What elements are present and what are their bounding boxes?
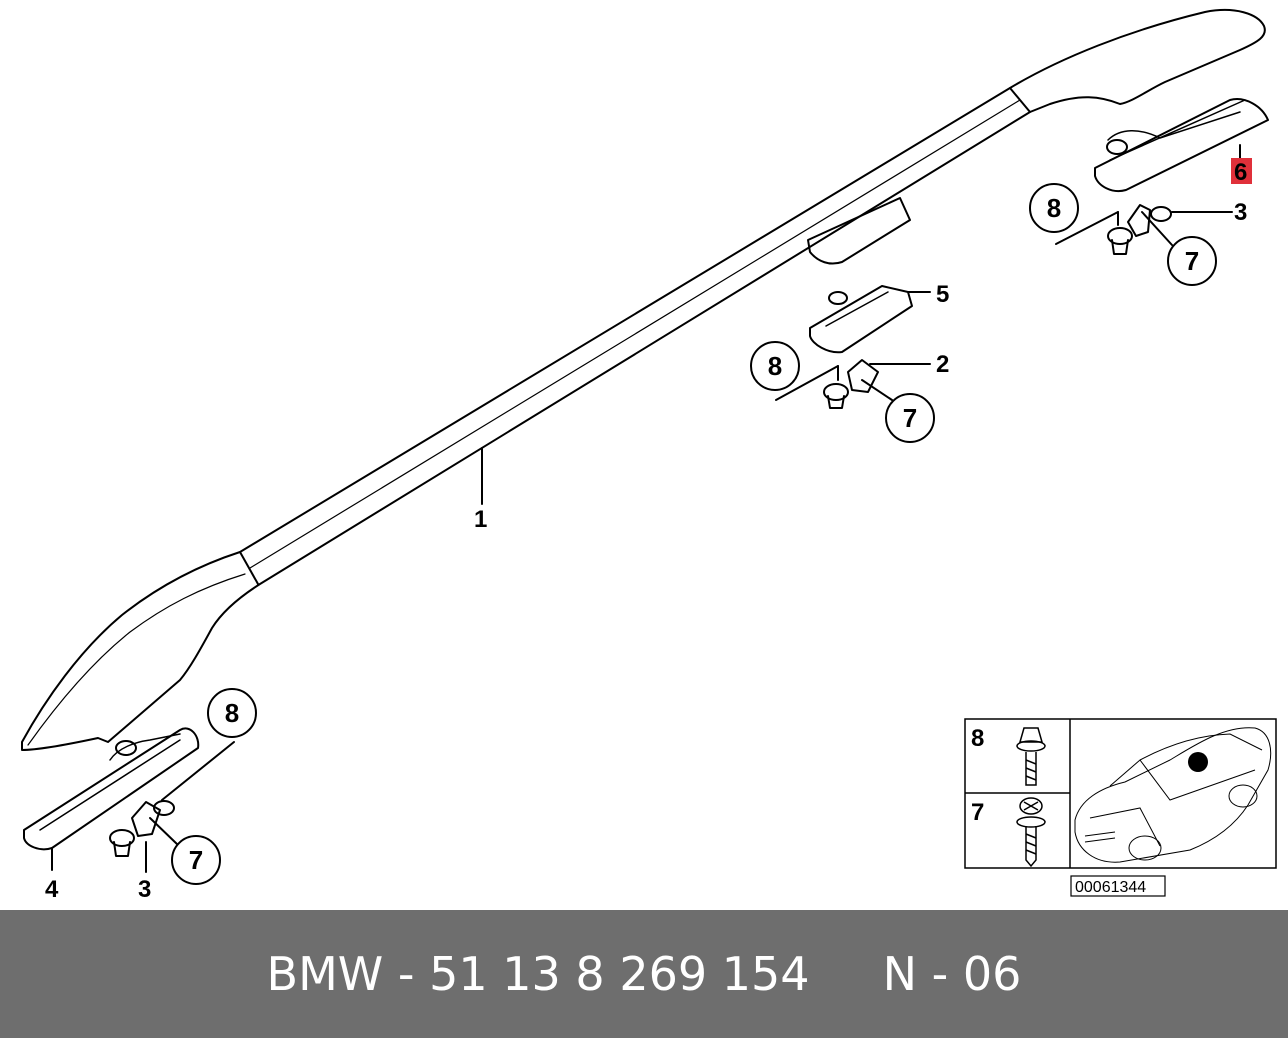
roof-rail-part	[21, 8, 1266, 751]
callout-6-label: 6	[1234, 159, 1247, 186]
fastener-legend: 8 7 00061344	[964, 718, 1277, 897]
callout-7-front-circle	[171, 835, 221, 885]
front-clip-assembly	[109, 741, 235, 873]
callout-2-label: 2	[936, 351, 949, 378]
screw-icon	[1016, 797, 1046, 868]
callout-8-front-label: 8	[225, 698, 239, 728]
callout-7-front-label: 7	[189, 845, 203, 875]
callout-8-rear-label: 8	[1047, 193, 1061, 223]
rear-clip-assembly	[1055, 204, 1233, 255]
roof-rail-exploded-view: 1 2 3 3 4 5 6 8 7 8 7 8 7	[21, 8, 1277, 903]
callout-4-label: 4	[45, 876, 59, 903]
legend-label-8: 8	[971, 725, 984, 752]
callout-8-front-circle	[207, 688, 257, 738]
callout-1-label: 1	[474, 506, 487, 533]
callout-7-mid-label: 7	[903, 403, 917, 433]
callout-3-front-label: 3	[138, 876, 151, 903]
diagram-code: 00061344	[1075, 879, 1146, 896]
footer-bar: BMW - 51 13 8 269 154 N - 06	[0, 910, 1288, 1038]
callout-6-highlight	[1231, 158, 1252, 184]
callout-3-rear-label: 3	[1234, 199, 1247, 226]
callout-8-mid-label: 8	[768, 351, 782, 381]
location-marker-icon	[1188, 752, 1208, 772]
callout-7-mid-circle	[885, 393, 935, 443]
callout-7-rear-label: 7	[1185, 246, 1199, 276]
callout-7-rear-circle	[1167, 236, 1217, 286]
callout-8-mid-circle	[750, 341, 800, 391]
car-location-icon	[1074, 727, 1272, 863]
front-end-cap-part	[23, 727, 200, 871]
mid-cover-part	[809, 285, 931, 354]
bolt-nut-icon	[1016, 727, 1046, 786]
mid-clip-assembly	[775, 359, 931, 409]
part-number-caption: BMW - 51 13 8 269 154 N - 06	[266, 947, 1022, 1001]
parts-diagram: 1 2 3 3 4 5 6 8 7 8 7 8 7	[21, 8, 1277, 903]
callout-5-label: 5	[936, 281, 949, 308]
rear-end-cap-part	[1094, 98, 1269, 192]
legend-label-7: 7	[971, 799, 984, 826]
callout-8-rear-circle	[1029, 183, 1079, 233]
